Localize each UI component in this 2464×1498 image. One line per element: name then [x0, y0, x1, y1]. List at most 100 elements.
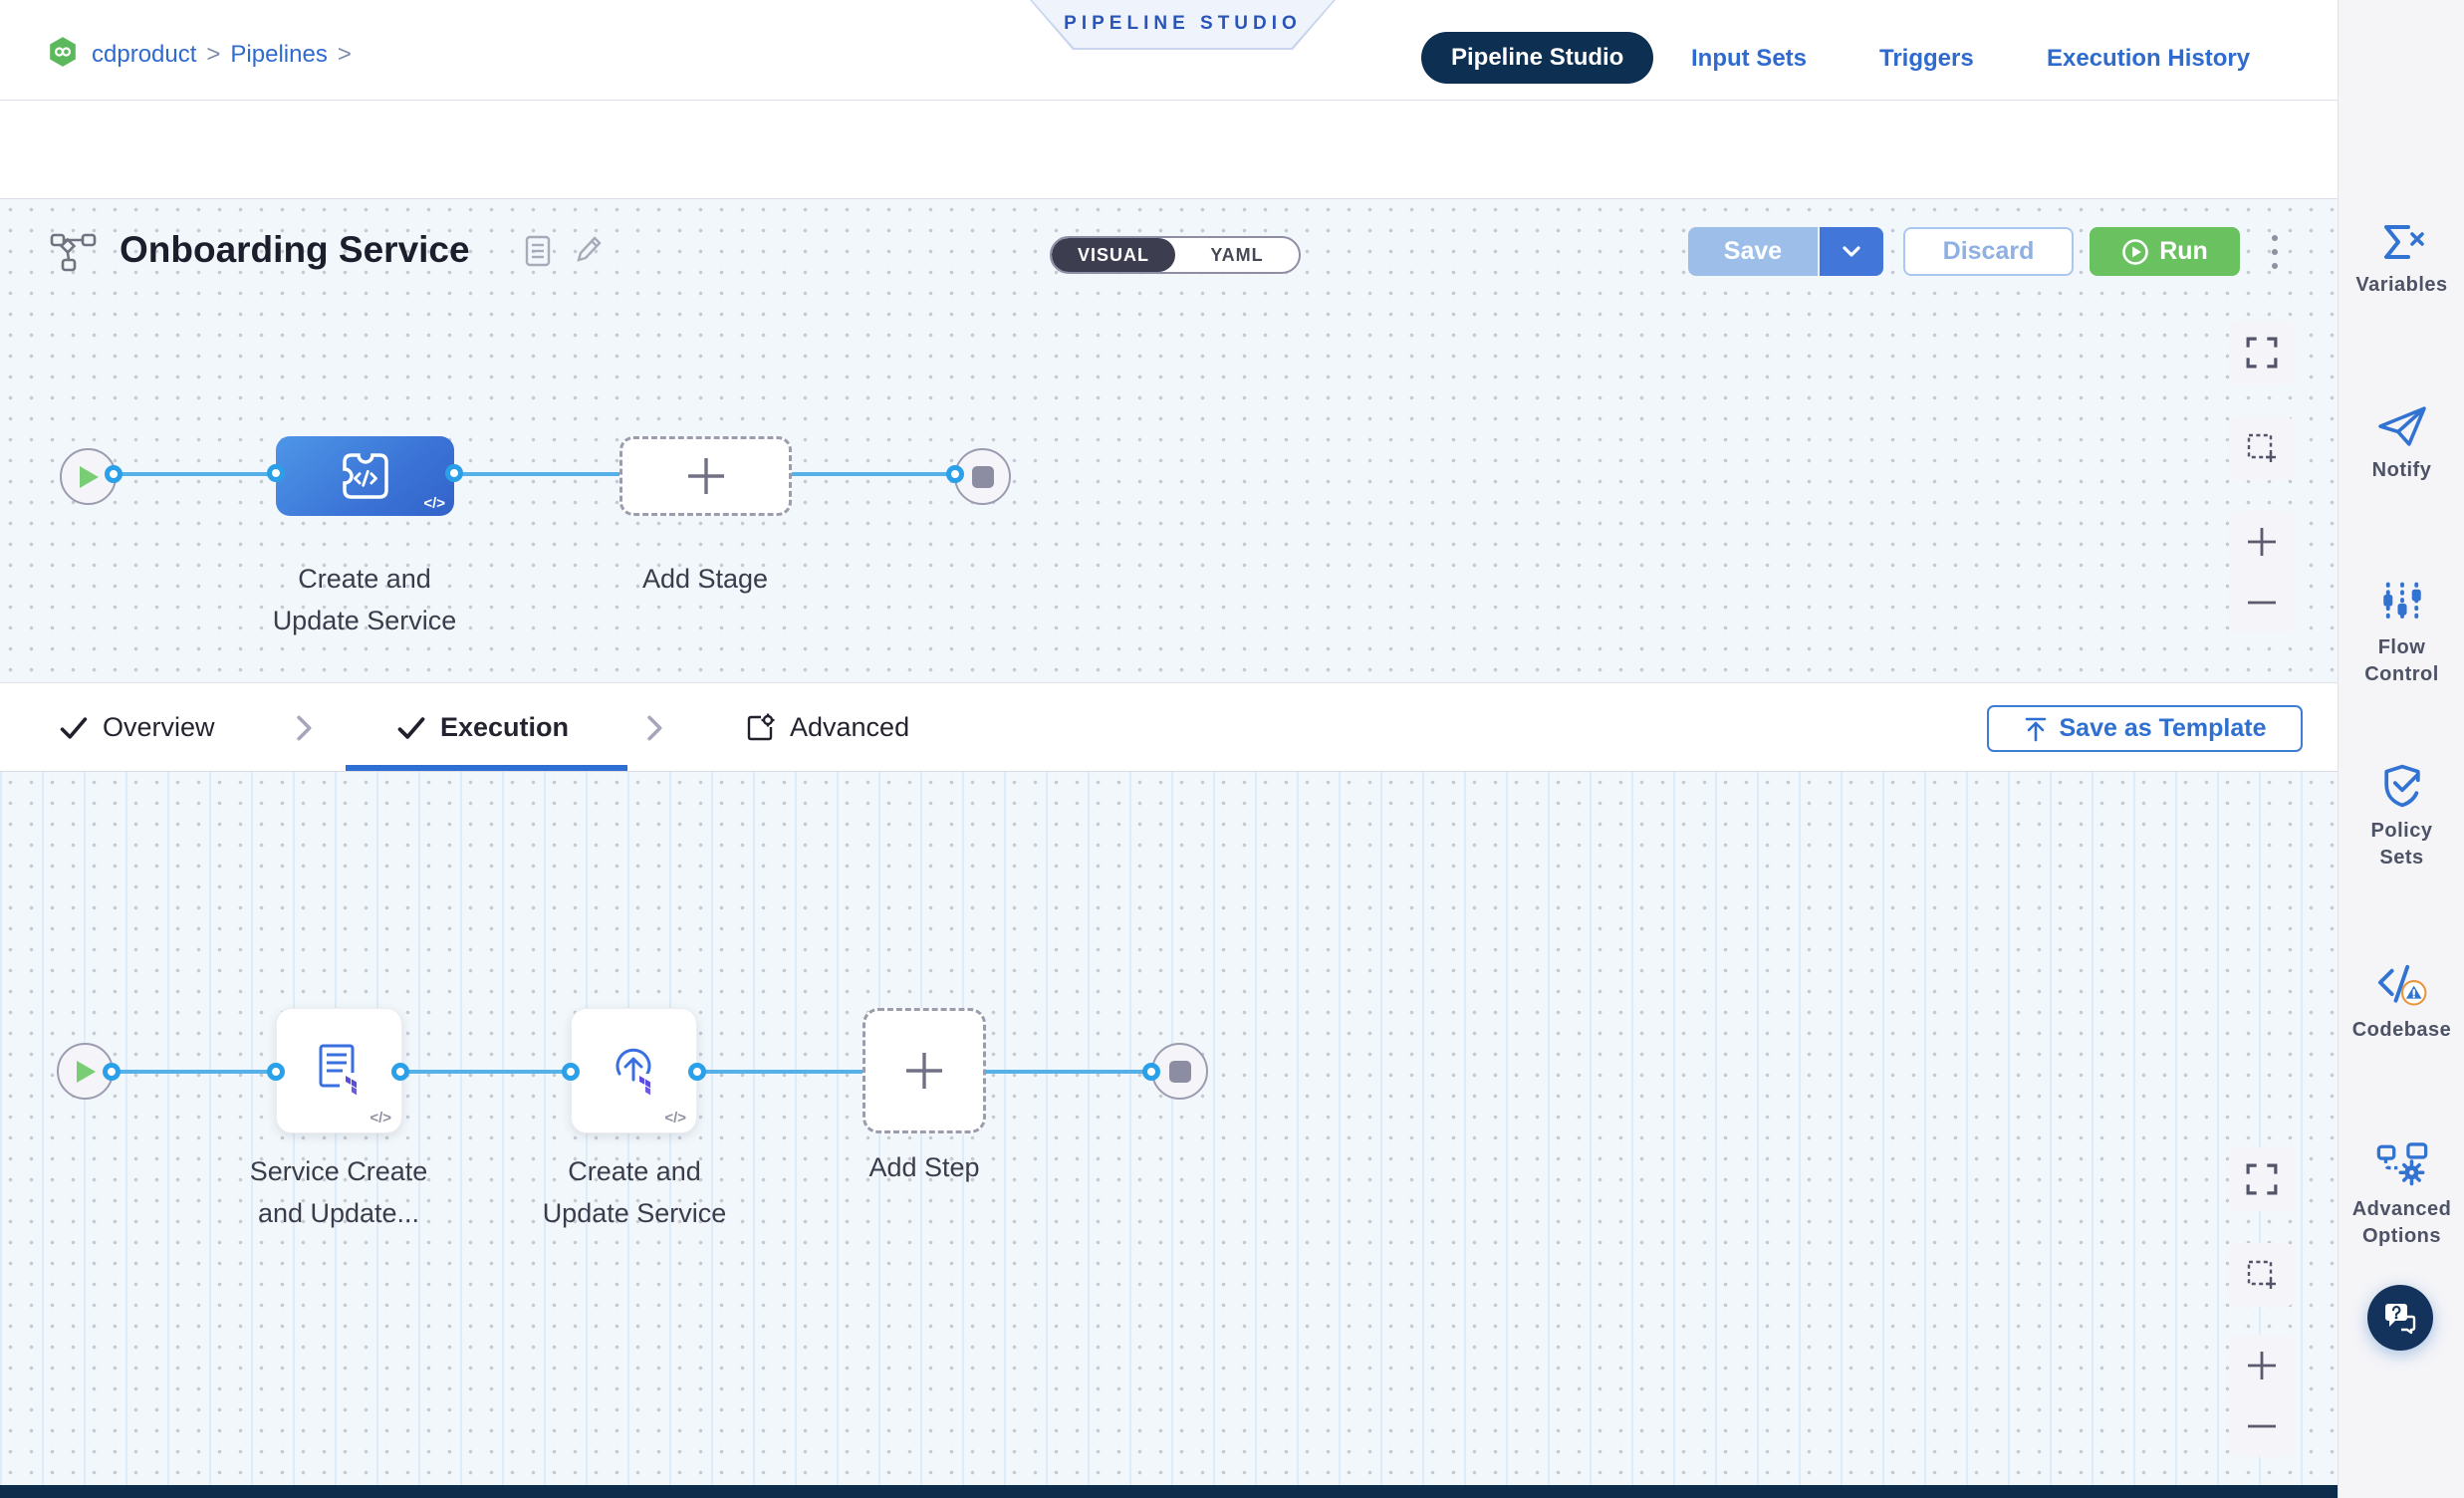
- edit-pencil-icon[interactable]: [573, 234, 605, 271]
- notes-icon[interactable]: [525, 235, 551, 272]
- canvas-select-button[interactable]: [2229, 416, 2295, 480]
- stage-node-create-and-update-service[interactable]: </>: [276, 436, 454, 516]
- canvas-zoom-controls: [2229, 511, 2295, 633]
- pipeline-end-node: [954, 448, 1011, 505]
- breadcrumb-project-link[interactable]: cdproduct: [92, 41, 197, 68]
- connector-dot: [445, 464, 463, 482]
- sigma-variables-icon: [2383, 225, 2424, 259]
- zoom-out-button[interactable]: [2229, 1396, 2295, 1458]
- play-icon: [76, 1060, 96, 1083]
- save-dropdown-button[interactable]: [1818, 227, 1883, 276]
- code-warning-icon: [2377, 964, 2426, 1006]
- marquee-select-icon: [2247, 433, 2276, 462]
- connector-dot: [688, 1063, 706, 1081]
- connector-dot: [562, 1063, 580, 1081]
- connector-dot: [103, 1063, 121, 1081]
- run-button-label: Run: [2159, 237, 2208, 265]
- pipeline-toolbar: Onboarding Service VISUAL YAML Save Disc…: [0, 101, 2338, 276]
- check-icon: [60, 716, 88, 739]
- shield-check-icon: [2383, 764, 2420, 808]
- minus-icon: [2248, 601, 2276, 605]
- canvas-fullscreen-button[interactable]: [2229, 1147, 2295, 1211]
- save-button[interactable]: Save: [1688, 227, 1818, 276]
- tab-execution[interactable]: Execution: [397, 683, 569, 772]
- pipeline-graph-icon: [50, 232, 98, 279]
- connector-dot: [946, 465, 964, 483]
- stage-canvas[interactable]: </> Create and Update Service Add Stage: [0, 199, 2338, 682]
- step-node-create-and-update-service[interactable]: </>: [571, 1008, 697, 1133]
- zoom-in-button[interactable]: [2229, 511, 2295, 573]
- add-stage-button[interactable]: [619, 436, 792, 516]
- toggle-visual[interactable]: VISUAL: [1052, 238, 1175, 272]
- zoom-in-button[interactable]: [2229, 1335, 2295, 1396]
- sliders-icon: [2382, 582, 2421, 625]
- flow-line: [114, 472, 955, 476]
- pipeline-studio-badge: PIPELINE STUDIO: [1030, 0, 1336, 50]
- sidebar-item-advanced-options[interactable]: Advanced Options: [2339, 1141, 2464, 1250]
- execution-canvas[interactable]: </> </> Service Create and Update... Cre…: [0, 772, 2338, 1498]
- connector-dot: [267, 464, 285, 482]
- expand-icon: [2246, 1163, 2278, 1195]
- help-chat-button[interactable]: [2367, 1285, 2433, 1351]
- pipeline-studio-badge-label: PIPELINE STUDIO: [1064, 13, 1302, 34]
- canvas-fullscreen-button[interactable]: [2229, 321, 2295, 384]
- sidebar-item-policy-sets[interactable]: Policy Sets: [2339, 763, 2464, 872]
- play-icon: [79, 465, 99, 488]
- tab-input-sets[interactable]: Input Sets: [1691, 45, 1808, 72]
- sidebar-item-flow-control[interactable]: Flow Control: [2339, 582, 2464, 688]
- zoom-out-button[interactable]: [2229, 573, 2295, 634]
- breadcrumb-separator: >: [337, 41, 352, 68]
- play-circle-icon: [2122, 238, 2148, 265]
- plus-icon: [2248, 527, 2276, 556]
- sidebar-item-codebase[interactable]: Codebase: [2339, 962, 2464, 1044]
- tab-execution-history[interactable]: Execution History: [2047, 45, 2251, 72]
- chevron-down-icon: [1843, 245, 1860, 257]
- save-as-template-button[interactable]: Save as Template: [1987, 705, 2303, 752]
- step2-label: Create and Update Service: [542, 1156, 727, 1228]
- breadcrumb: cdproduct>Pipelines>: [92, 41, 362, 69]
- breadcrumb-pipelines-link[interactable]: Pipelines: [230, 41, 328, 68]
- stop-icon: [1168, 1060, 1191, 1083]
- step1-label: Service Create and Update...: [249, 1156, 428, 1228]
- expand-icon: [2246, 337, 2278, 369]
- tab-overview[interactable]: Overview: [60, 683, 215, 772]
- chevron-right-icon: [297, 715, 312, 741]
- execution-end-node: [1151, 1043, 1208, 1100]
- tab-pipeline-studio[interactable]: Pipeline Studio: [1421, 32, 1654, 84]
- paper-plane-icon: [2377, 406, 2426, 446]
- run-button[interactable]: Run: [2090, 227, 2240, 276]
- connector-dot: [105, 465, 123, 483]
- tab-advanced[interactable]: Advanced: [745, 683, 909, 772]
- more-options-kebab[interactable]: [2261, 228, 2289, 276]
- plus-icon: [2248, 1351, 2276, 1379]
- plus-icon: [687, 458, 724, 494]
- chat-question-icon: [2385, 1304, 2416, 1335]
- step-node-service-create-and-update[interactable]: </>: [276, 1008, 402, 1133]
- active-tab-underline: [346, 765, 627, 771]
- pipeline-gear-icon: [2376, 1142, 2427, 1186]
- add-step-button[interactable]: [862, 1008, 986, 1133]
- marquee-select-icon: [2247, 1260, 2276, 1289]
- visual-yaml-toggle: VISUAL YAML: [1050, 236, 1301, 274]
- sidebar-item-notify[interactable]: Notify: [2339, 404, 2464, 484]
- add-stage-label: Add Stage: [641, 564, 769, 594]
- stage-detail-tabbar: Overview Execution Advanced Save as Temp…: [0, 682, 2338, 772]
- canvas-zoom-controls: [2229, 1335, 2295, 1457]
- connector-dot: [1142, 1063, 1160, 1081]
- stage-label: Create and Update Service: [272, 564, 457, 635]
- right-sidebar: Variables Notify Flow Control Policy Set…: [2338, 0, 2464, 1498]
- pipeline-start-node: [60, 448, 117, 505]
- terraform-apply-icon: [616, 1048, 660, 1100]
- canvas-select-button[interactable]: [2229, 1243, 2295, 1307]
- plus-icon: [906, 1053, 942, 1089]
- check-icon: [397, 716, 425, 739]
- toggle-yaml[interactable]: YAML: [1210, 244, 1264, 265]
- bottom-console-bar[interactable]: [0, 1485, 2338, 1498]
- discard-button[interactable]: Discard: [1903, 227, 2074, 276]
- sidebar-item-variables[interactable]: Variables: [2339, 221, 2464, 299]
- tab-triggers[interactable]: Triggers: [1879, 45, 1974, 72]
- advanced-settings-icon: [747, 713, 775, 740]
- harness-logo-icon: [47, 36, 79, 73]
- minus-icon: [2248, 1424, 2276, 1428]
- code-badge: </>: [423, 495, 445, 512]
